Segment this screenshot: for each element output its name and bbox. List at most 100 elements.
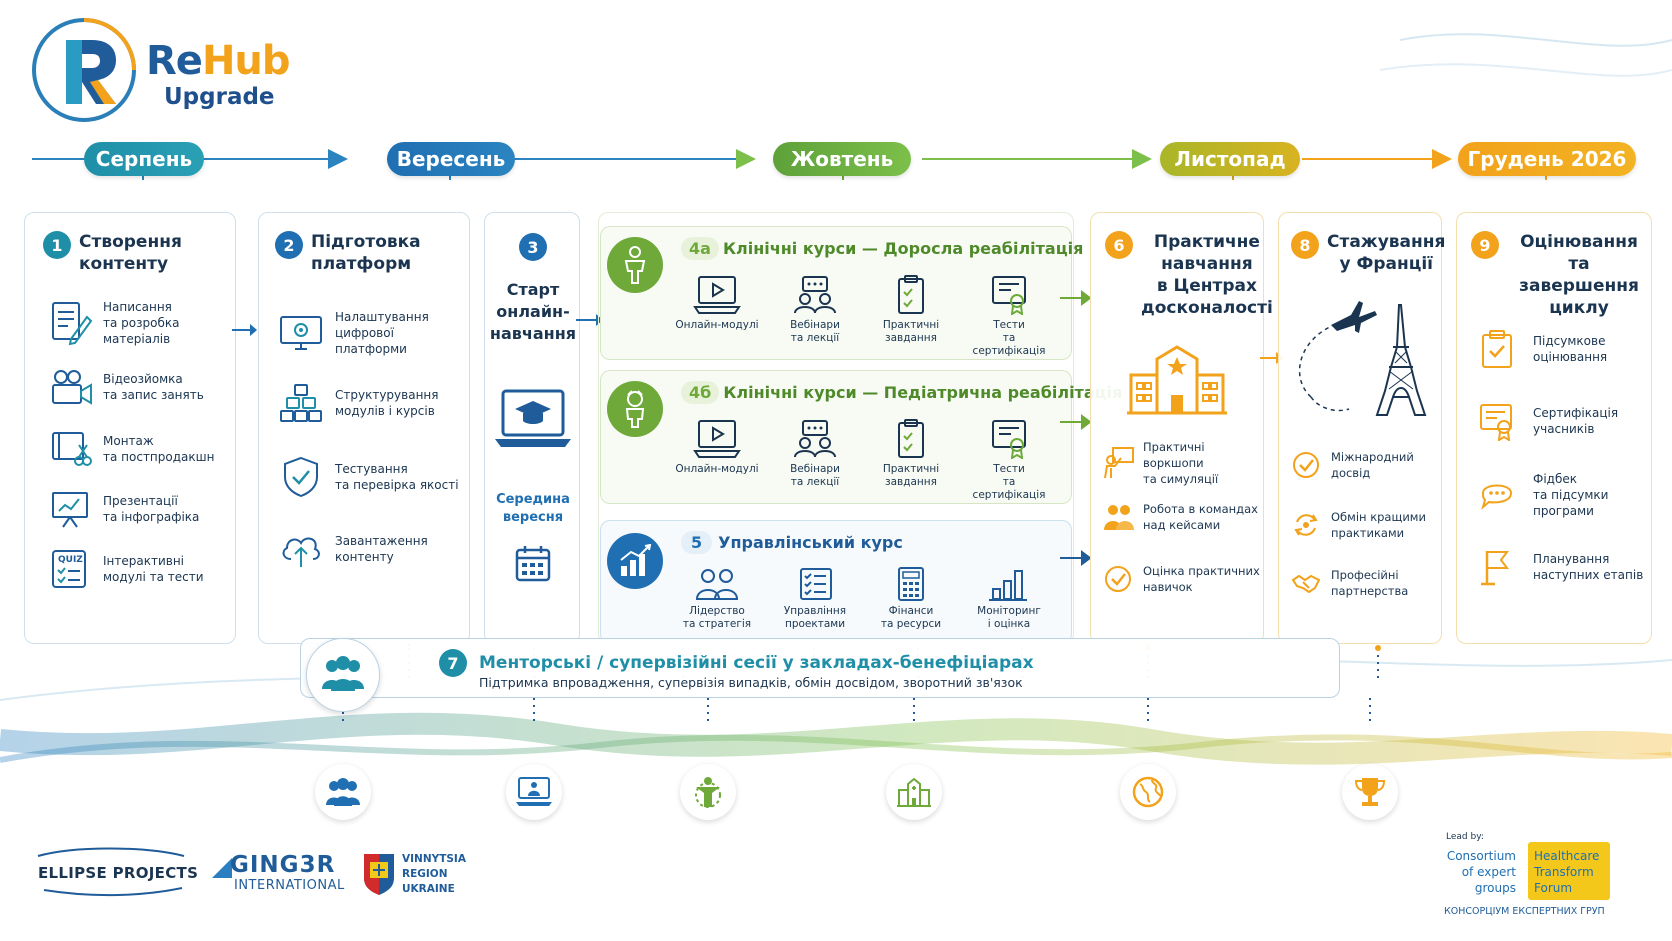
course-badge	[607, 533, 663, 589]
course-badge	[607, 237, 663, 293]
ginger-mark-icon	[212, 858, 232, 878]
card-title: Стажування у Франції	[1327, 232, 1446, 274]
month-august: Серпень	[84, 142, 204, 176]
film-edit-icon	[52, 432, 92, 466]
sub-label: Фінанси та ресурси	[880, 605, 942, 630]
card-header: 2 Підготовка платформ	[275, 231, 421, 275]
sub-label: Тести та сертифікація	[972, 319, 1046, 357]
trophy-icon	[1354, 778, 1386, 806]
sub-label: Тести та сертифікація	[972, 463, 1046, 501]
step-number: 1	[43, 231, 71, 259]
vinnytsia-line: REGION	[402, 868, 448, 880]
mid-september-label: Середина вересня	[496, 492, 570, 525]
group-people-icon	[326, 778, 360, 806]
calculator-icon	[898, 567, 924, 601]
flow-arrow-icon	[232, 324, 257, 336]
team-icon	[1104, 505, 1134, 530]
sub-label: Управління проектами	[783, 605, 847, 630]
rehabilitation-person-icon	[695, 777, 721, 808]
calendar-icon	[515, 546, 551, 582]
item-international-experience: Міжнародний досвід	[1291, 449, 1414, 481]
item-label: Налаштування цифрової платформи	[335, 310, 429, 356]
shield-check-icon	[284, 456, 318, 498]
item-teamwork: Робота в командах над кейсами	[1103, 501, 1258, 533]
flag-icon	[1481, 551, 1509, 586]
certificate-icon	[992, 420, 1026, 460]
sub-label: Практичні завдання	[882, 319, 940, 344]
adult-person-icon	[624, 246, 646, 284]
flow-arrows	[1060, 290, 1092, 566]
mentoring-sessions-bar: 7 Менторські / супервізійні сесії у закл…	[300, 638, 1340, 698]
check-circle-icon	[1105, 566, 1131, 592]
consortium-text: Consortium of expert groups	[1440, 848, 1516, 896]
card-title: Практичне навчання в Центрах досконалост…	[1141, 232, 1273, 318]
step-number: 6	[1105, 231, 1133, 259]
item-label: Інтерактивні модулі та тести	[103, 554, 204, 584]
step-number: 8	[1291, 231, 1319, 259]
htf-line: Forum	[1534, 881, 1573, 895]
globe-icon	[1132, 776, 1164, 808]
item-certification: Сертифікація учасників	[1479, 401, 1618, 441]
month-november: Листопад	[1160, 142, 1300, 176]
item-label: Відеозйомка та запис занять	[103, 372, 204, 402]
step-number: 5	[681, 531, 713, 554]
sub-monitoring: Моніторинг і оцінка	[965, 567, 1053, 631]
sub-practical-tasks: Практичні завдання	[867, 275, 955, 345]
lead-by-label: Lead by:	[1446, 832, 1484, 842]
item-platform-setup: Налаштування цифрової платформи	[279, 309, 469, 357]
month-september: Вересень	[387, 142, 515, 176]
item-label: Завантаження контенту	[335, 534, 428, 564]
online-module-icon	[693, 420, 741, 458]
item-structuring: Структурування модулів і курсів	[279, 383, 438, 423]
sub-label: Моніторинг і оцінка	[977, 605, 1041, 630]
item-workshops: Практичні воркшопи та симуляції	[1103, 439, 1263, 487]
trophy-circle-icon	[1342, 764, 1398, 820]
step-number: 9	[1471, 231, 1499, 259]
timeline-arrows	[32, 149, 1547, 180]
cloud-upload-icon	[282, 537, 320, 567]
card-practical-training: 6 Практичне навчання в Центрах досконало…	[1090, 212, 1273, 644]
item-label: Міжнародний досвід	[1331, 450, 1414, 480]
logo-subtitle: Upgrade	[164, 84, 275, 110]
card-header: 1 Створення контенту	[43, 231, 182, 275]
ellipse-projects-swoosh-icon	[37, 847, 185, 897]
card-platform-prep: 2 Підготовка платформ Налаштування цифро…	[258, 212, 470, 644]
card-title: Підготовка платформ	[311, 232, 421, 274]
item-quizzes: QUIZ Інтерактивні модулі та тести	[49, 547, 204, 591]
sub-online-modules: Онлайн-модулі	[673, 419, 761, 476]
people-circle-icon	[315, 764, 371, 820]
consortium-ua-label: КОНСОРЦІУМ ЕКСПЕРТНИХ ГРУП	[1444, 906, 1605, 917]
handshake-icon	[1291, 574, 1321, 594]
check-circle-icon	[1293, 452, 1319, 478]
video-camera-icon	[52, 370, 92, 405]
item-label: Сертифікація учасників	[1533, 406, 1619, 436]
item-label: Тестування та перевірка якості	[335, 462, 459, 492]
course-title-text: Клінічні курси — Педіатрична реабілітаці…	[723, 383, 1123, 402]
card-header: 8 Стажування у Франції	[1291, 231, 1445, 275]
child-person-icon	[625, 390, 645, 428]
bar-chart-icon	[989, 570, 1027, 601]
card-title: Оцінювання та завершення циклу	[1519, 232, 1639, 318]
rehub-logo: ReHub Upgrade	[30, 16, 320, 126]
item-label: Планування наступних етапів	[1533, 552, 1644, 582]
item-label: Оцінка практичних навичок	[1143, 564, 1260, 594]
logo-hub: Hub	[201, 38, 291, 84]
item-skills-assessment: Оцінка практичних навичок	[1103, 563, 1260, 595]
clipboard-check-icon	[1482, 330, 1512, 368]
svg-text:QUIZ: QUIZ	[58, 555, 83, 565]
item-writing: Написання та розробка матеріалів	[49, 299, 179, 347]
certificate-icon	[992, 276, 1026, 316]
course-badge	[607, 381, 663, 437]
card-title: Створення контенту	[79, 232, 182, 274]
item-label: Структурування модулів і курсів	[335, 388, 439, 418]
vinnytsia-line: UKRAINE	[402, 883, 455, 895]
growth-chart-icon	[620, 544, 652, 576]
paris-eiffel-plane-icon	[1298, 301, 1427, 416]
consortium-line: groups	[1474, 881, 1516, 895]
logo-text: ReHub	[146, 38, 291, 84]
month-october: Жовтень	[773, 142, 911, 176]
